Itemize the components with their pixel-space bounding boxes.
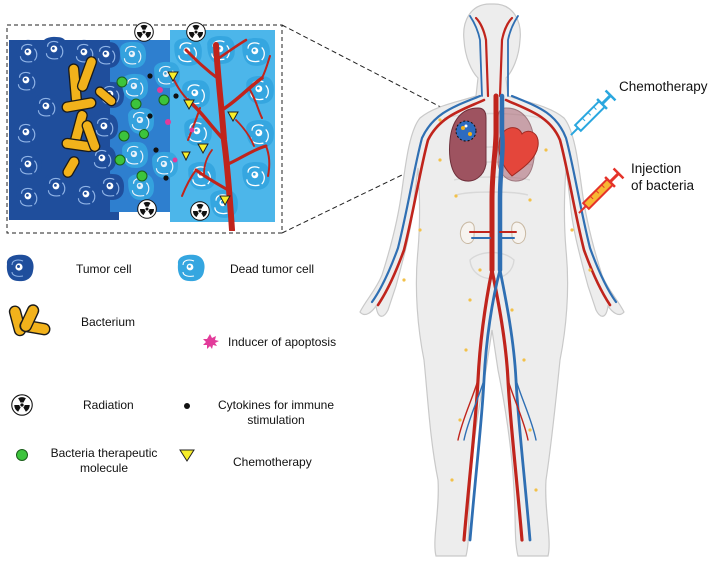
- radiation-icon: [137, 199, 157, 219]
- zoom-line-bottom: [281, 145, 463, 234]
- legend-label-radiation: Radiation: [83, 398, 134, 412]
- syringe-icon: [578, 167, 625, 214]
- zoom-line-top: [281, 24, 463, 119]
- bacteria-cluster: [61, 56, 117, 178]
- legend-label-cytokines-line1: Cytokines for immune: [217, 398, 335, 412]
- legend-label-inducer-of-apoptosis: Inducer of apoptosis: [228, 335, 337, 349]
- legend-label-cytokines: Cytokines for immune stimulation: [214, 398, 338, 428]
- callout-chemotherapy: Chemotherapy: [619, 79, 708, 94]
- legend-label-tumor-cell: Tumor cell: [76, 262, 132, 276]
- apoptosis-inducers: [157, 87, 195, 163]
- heart: [498, 127, 539, 177]
- syringe-icon: [570, 89, 617, 136]
- legend-label-bacteria-molecule: Bacteria therapeutic molecule: [42, 446, 166, 476]
- vascular-system: [370, 15, 618, 542]
- kidney-left: [459, 221, 475, 244]
- tumor-inset: [6, 22, 463, 234]
- callout-injection-line1: Injection: [631, 161, 682, 176]
- therapeutic-molecules: [114, 76, 170, 182]
- legend-label-dead-tumor-cell: Dead tumor cell: [230, 262, 315, 276]
- legend-label-bacteria-molecule-line2: molecule: [79, 461, 129, 475]
- callout-injection-line2: of bacteria: [631, 178, 695, 193]
- chemotherapy-drugs: [167, 71, 239, 207]
- cytokine-icon: [184, 403, 190, 409]
- radiation-icon: [134, 22, 154, 42]
- kidney-right: [511, 221, 527, 244]
- legend-label-cytokines-line2: stimulation: [247, 413, 305, 427]
- radiation-icon: [11, 394, 33, 416]
- legend-label-bacterium: Bacterium: [81, 315, 136, 329]
- tumor-vasculature: [171, 38, 271, 231]
- bacteria-dots: [402, 118, 592, 492]
- apoptosis-inducer-icon: [203, 334, 219, 349]
- chemotherapy-icon: [179, 449, 195, 462]
- legend-label-chemotherapy: Chemotherapy: [233, 455, 312, 469]
- human-body: [359, 3, 625, 557]
- therapeutic-molecule-icon: [16, 449, 28, 461]
- lung-tumor: [455, 120, 477, 142]
- dead-tumor-cell-icon: [177, 254, 205, 282]
- cytokines: [147, 73, 179, 181]
- radiation-icon: [186, 22, 206, 42]
- legend-icons: [6, 254, 219, 462]
- body-outline: [359, 3, 625, 557]
- radiation-icon: [190, 201, 210, 221]
- legend-label-bacteria-molecule-line1: Bacteria therapeutic: [50, 446, 158, 460]
- bacterium-icon: [8, 304, 51, 337]
- callout-injection: Injection of bacteria: [631, 160, 694, 194]
- tumor-cell-icon: [6, 254, 34, 282]
